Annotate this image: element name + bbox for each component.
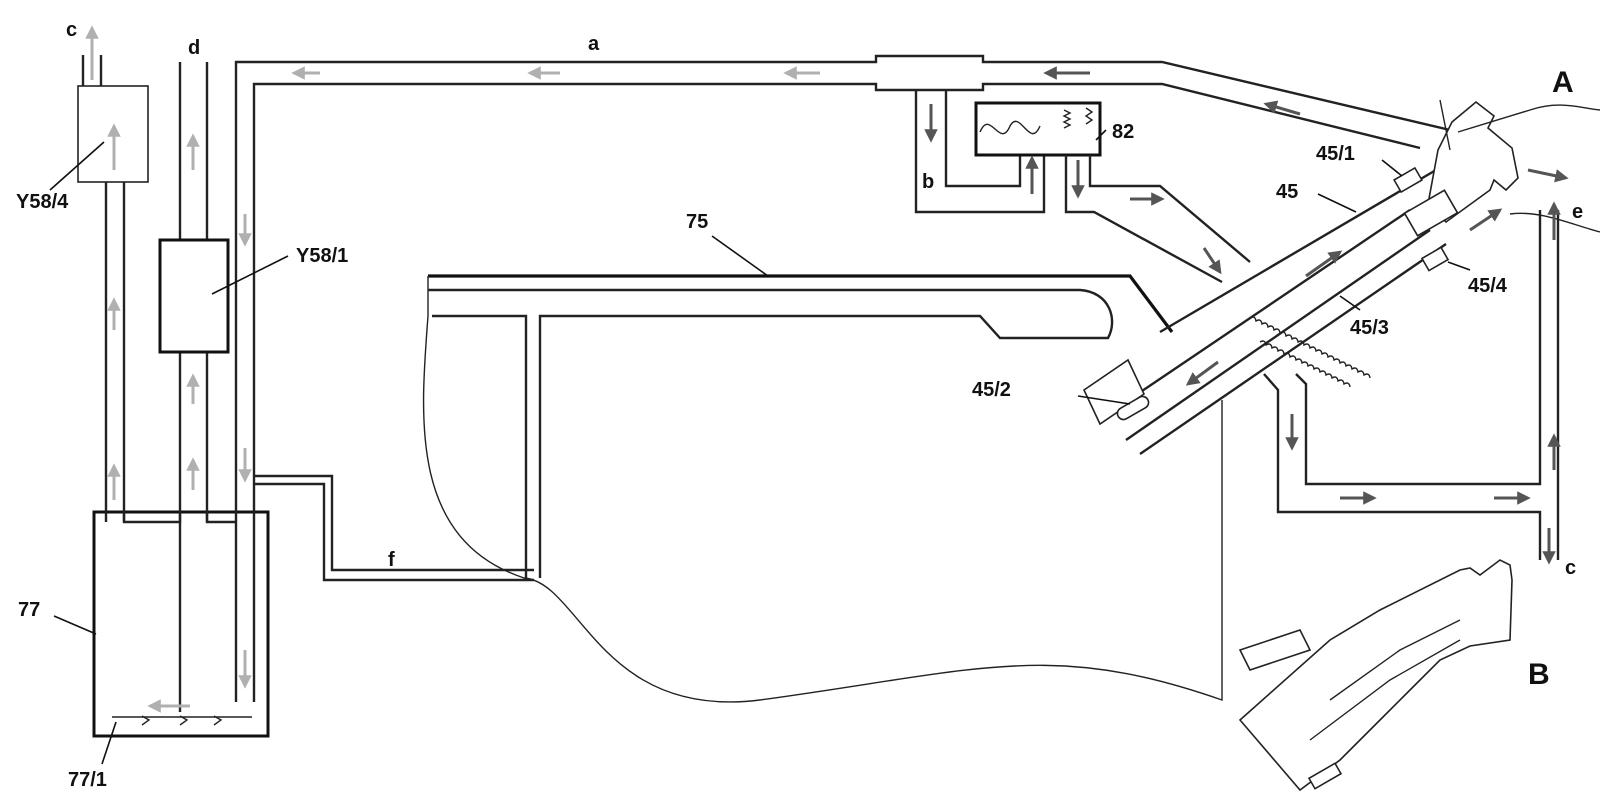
filler-neck-45 xyxy=(1082,99,1600,455)
flap-45-2 xyxy=(1082,358,1146,426)
label-45-3: 45/3 xyxy=(1350,317,1389,339)
valve-45-1 xyxy=(1393,166,1423,194)
tank-75 xyxy=(422,274,1223,703)
label-75: 75 xyxy=(686,211,708,233)
label-b: b xyxy=(922,171,934,193)
label-view-b: B xyxy=(1528,658,1550,691)
labels: a b c d e f c Y58/4 Y58/1 75 77 77/1 82 … xyxy=(16,19,1583,791)
leader-lines xyxy=(49,129,1471,765)
label-45: 45 xyxy=(1276,181,1298,203)
label-45-2: 45/2 xyxy=(972,379,1011,401)
label-d: d xyxy=(188,37,200,59)
label-y58-1: Y58/1 xyxy=(296,245,348,267)
label-77: 77 xyxy=(18,599,40,621)
label-a: a xyxy=(588,33,600,55)
label-e: e xyxy=(1572,201,1583,223)
valve-45-4 xyxy=(1420,246,1450,272)
label-82: 82 xyxy=(1112,121,1134,143)
line-e-and-right-vent xyxy=(1263,210,1600,560)
line-c-vent xyxy=(77,55,149,522)
label-view-a: A xyxy=(1552,66,1574,99)
flow-arrows xyxy=(85,25,1569,713)
valve-y58-1 xyxy=(158,238,230,354)
line-d xyxy=(158,62,230,712)
label-45-1: 45/1 xyxy=(1316,143,1355,165)
label-c-top: c xyxy=(66,19,77,41)
label-77-1: 77/1 xyxy=(68,769,107,791)
fuel-level-marks xyxy=(141,715,223,726)
line-b-and-valve-82 xyxy=(914,90,1251,284)
detail-view-b xyxy=(1238,559,1513,792)
label-y58-4: Y58/4 xyxy=(16,191,69,213)
label-f: f xyxy=(388,549,395,571)
line-a xyxy=(234,54,1451,702)
label-45-4: 45/4 xyxy=(1468,275,1508,297)
label-c-right: c xyxy=(1565,557,1576,579)
